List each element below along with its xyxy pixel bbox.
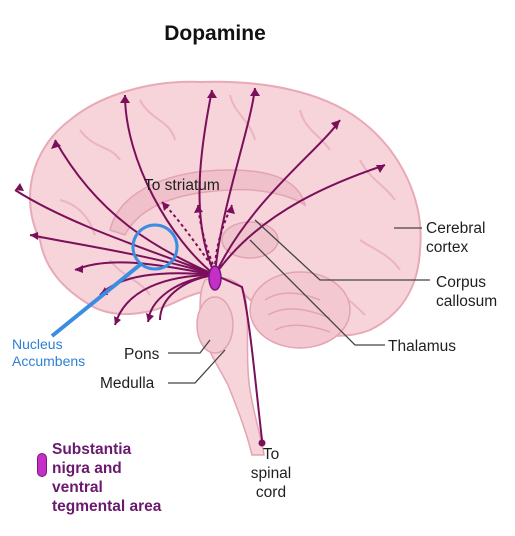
label-to-striatum: To striatum: [144, 177, 220, 194]
pons-shape: [196, 296, 234, 354]
label-corpus-callosum-line1: Corpus: [436, 274, 486, 291]
label-corpus-callosum: Corpus callosum: [436, 273, 497, 311]
spinal-endpoint: [258, 439, 266, 447]
pathway-arrowheads: [15, 88, 385, 325]
legend-line4: tegmental area: [52, 498, 162, 515]
label-cerebral-cortex-line1: Cerebral: [426, 220, 486, 237]
nucleus-accumbens-pointer: [50, 262, 143, 338]
label-spinal-cord-line1: To: [262, 446, 280, 463]
legend-line1: Substantia: [52, 441, 132, 458]
legend-swatch: [37, 453, 47, 477]
corpus-callosum-shape: [109, 169, 307, 236]
legend-label: Substantia nigra and ventral tegmental a…: [52, 440, 161, 516]
label-pons: Pons: [124, 346, 160, 363]
label-spinal-cord-line3: cord: [255, 484, 287, 501]
label-nucleus-accumbens-line1: Nucleus: [12, 336, 63, 352]
cerebellum-folds: [264, 292, 331, 333]
label-corpus-callosum-line2: callosum: [436, 293, 498, 310]
label-cerebral-cortex-line2: cortex: [426, 239, 469, 256]
diagram-title: Dopamine: [164, 22, 266, 45]
nucleus-accumbens-circle: [131, 223, 179, 271]
label-cerebral-cortex: Cerebral cortex: [426, 219, 485, 257]
legend-line3: ventral: [52, 479, 103, 496]
label-spinal-cord: To spinal cord: [240, 445, 302, 502]
label-medulla: Medulla: [100, 375, 155, 392]
dopamine-pathways: [14, 87, 386, 441]
label-nucleus-accumbens: Nucleus Accumbens: [12, 336, 85, 370]
label-nucleus-accumbens-line2: Accumbens: [12, 353, 86, 369]
sn-vta-marker: [208, 265, 222, 291]
label-thalamus: Thalamus: [388, 338, 457, 355]
leader-lines: [168, 219, 430, 384]
label-spinal-cord-line2: spinal: [250, 465, 292, 482]
legend-line2: nigra and: [52, 460, 122, 477]
